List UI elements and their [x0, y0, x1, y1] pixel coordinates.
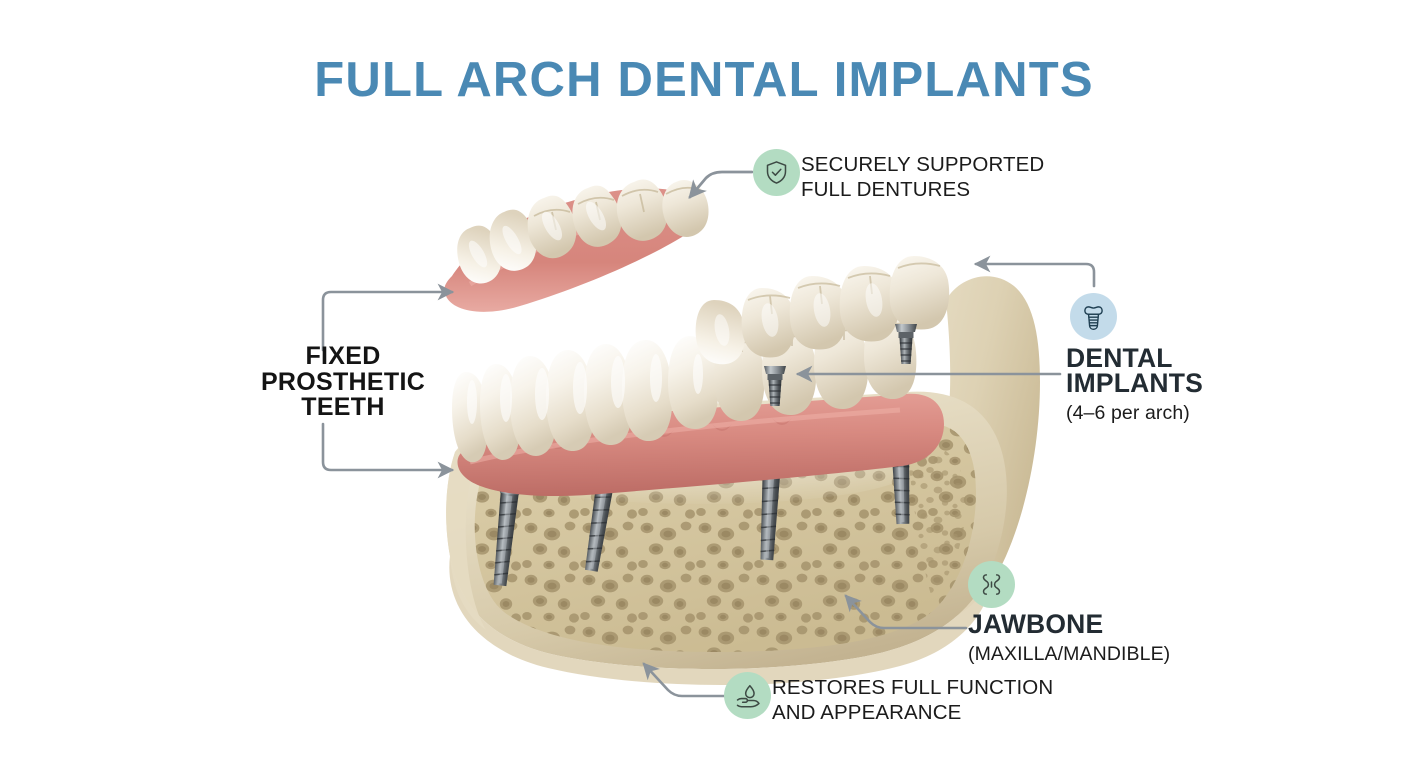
callout-securely-supported: SECURELY SUPPORTED FULL DENTURES	[801, 152, 1044, 202]
arrow-fixed-lower	[321, 422, 455, 479]
bone-icon	[982, 574, 1001, 595]
callout-dentures-line2: FULL DENTURES	[801, 178, 971, 201]
leader-arrows	[321, 170, 1096, 698]
jawbone-badge	[968, 561, 1015, 608]
callout-jawbone-line1: JAWBONE	[968, 609, 1104, 639]
arrow-restores	[642, 662, 732, 698]
hand-droplet-icon	[736, 684, 760, 707]
callout-jawbone: JAWBONE (MAXILLA/MANDIBLE)	[968, 609, 1171, 666]
callout-fixed-line1: FIXED	[305, 342, 381, 370]
callout-implants-line2: IMPLANTS	[1066, 367, 1204, 398]
lower-teeth-arch	[452, 312, 917, 463]
callout-implants-subtext: (4–6 per arch)	[1066, 402, 1190, 424]
page-title: FULL ARCH DENTAL IMPLANTS	[314, 53, 1094, 107]
arrow-fixed-upper	[321, 283, 455, 352]
restores-function-badge	[724, 672, 771, 719]
callout-fixed-line3: TEETH	[301, 393, 385, 421]
arrow-implants-upper	[973, 255, 1096, 288]
callout-restores-function: RESTORES FULL FUNCTION AND APPEARANCE	[772, 675, 1053, 725]
callout-dentures-line1: SECURELY SUPPORTED	[801, 153, 1045, 176]
callout-implants-line1: DENTAL	[1066, 343, 1173, 373]
securely-supported-badge	[753, 149, 800, 196]
upper-prosthetic-bridge-right	[695, 256, 950, 365]
callout-fixed-prosthetic-teeth: FIXED PROSTHETIC TEETH	[198, 342, 488, 421]
callout-restores-line1: RESTORES FULL FUNCTION	[772, 676, 1054, 699]
callout-restores-line2: AND APPEARANCE	[772, 701, 962, 724]
callout-dental-implants: DENTAL IMPLANTS (4–6 per arch)	[1066, 343, 1204, 425]
dental-implant-icon	[1084, 305, 1103, 330]
callout-jawbone-subtext: (MAXILLA/MANDIBLE)	[968, 643, 1171, 665]
arrow-dentures	[688, 170, 754, 199]
shield-check-icon	[766, 161, 787, 184]
dental-implants-badge	[1070, 293, 1117, 340]
arrow-jawbone	[844, 594, 968, 630]
floating-abutment-right	[895, 324, 917, 364]
floating-abutment-left	[764, 366, 786, 406]
upper-full-denture	[444, 179, 709, 312]
callout-fixed-line2: PROSTHETIC	[260, 367, 426, 396]
